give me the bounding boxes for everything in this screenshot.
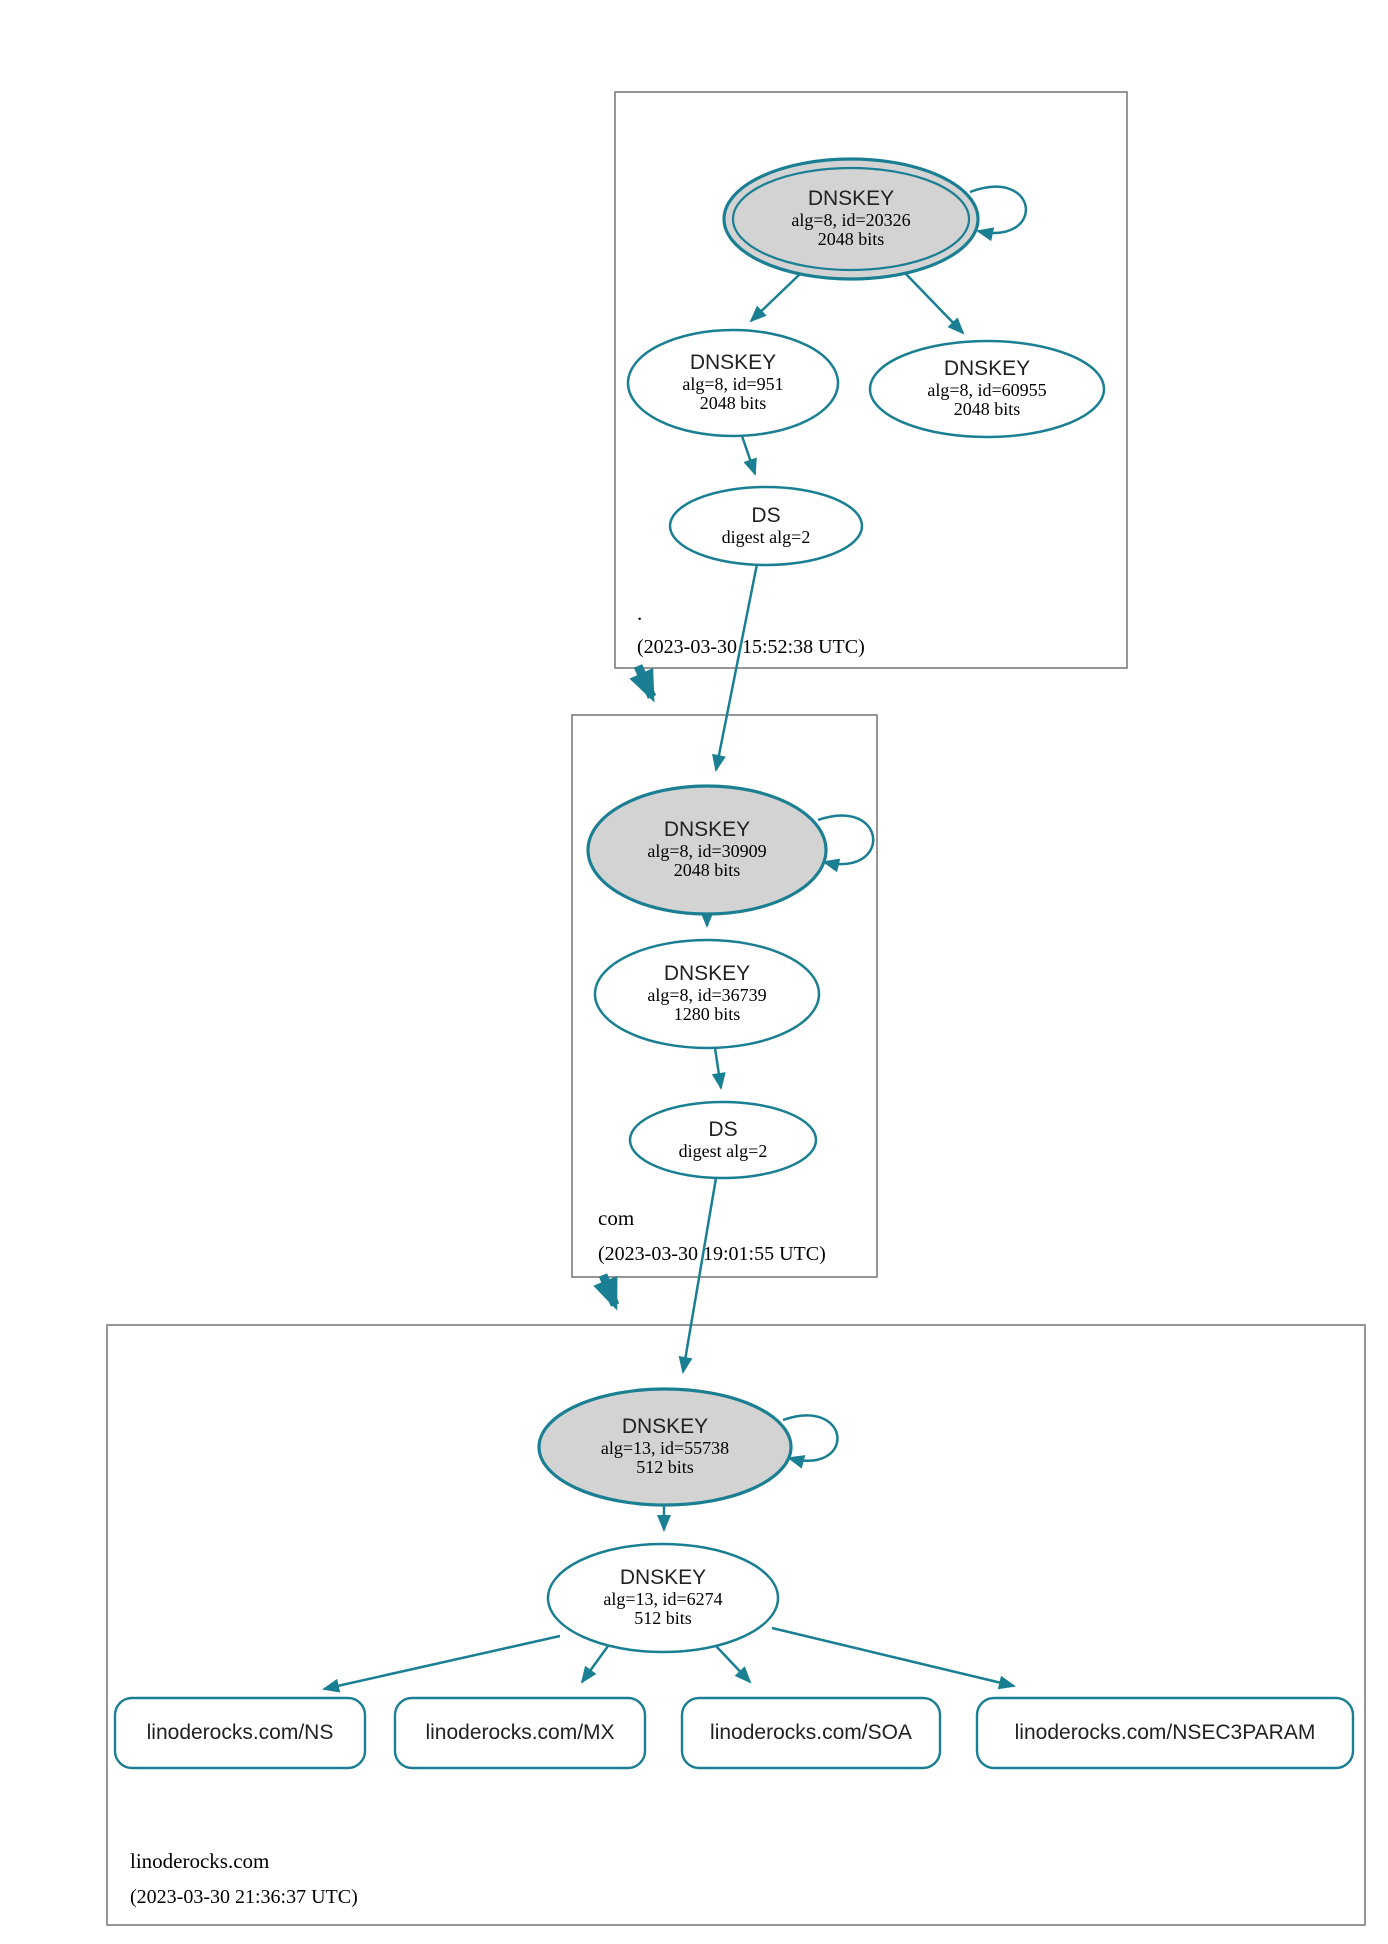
zone-box-com [571,714,878,1278]
root-zsk-node[interactable] [626,328,840,438]
linoderocks-zsk-label[interactable]: DNSKEY alg=13, id=6274 512 bits [603,1567,722,1629]
rrset-label-ns[interactable]: linoderocks.com/NS [146,1721,334,1744]
edge-zsk-to-nsec3param [771,1626,1016,1690]
root-zsk-title: DNSKEY [689,351,777,375]
com-ds-title: DS [708,1117,738,1141]
root-ds-label[interactable]: DS digest alg=2 [721,503,811,547]
self-loop-com-ksk [817,814,875,873]
root-ksk-node-inner [731,166,971,272]
root-zone-timestamp: (2023-03-30 15:52:38 UTC) [637,636,865,658]
com-zone-timestamp: (2023-03-30 19:01:55 UTC) [598,1243,826,1265]
com-zsk-bits: 1280 bits [673,1004,741,1025]
rrset-label-mx[interactable]: linoderocks.com/MX [425,1721,615,1744]
com-zone-name: com [598,1206,635,1230]
com-ds-node[interactable] [628,1100,818,1180]
edge-com-ds-to-linoderocks-ksk [678,1177,718,1374]
rrset-box-mx[interactable] [393,1696,647,1770]
root-key3-detail: alg=8, id=60955 [927,379,1047,400]
edge-root-ksk-to-zsk [749,273,801,323]
com-zsk-node[interactable] [593,938,821,1050]
linoderocks-ksk-detail: alg=13, id=55738 [600,1437,730,1458]
linoderocks-ksk-label[interactable]: DNSKEY alg=13, id=55738 512 bits [601,1416,729,1478]
com-ksk-bits: 2048 bits [673,860,741,881]
rrset-label-nsec3param[interactable]: linoderocks.com/NSEC3PARAM [1014,1721,1316,1744]
rrset-box-soa[interactable] [680,1696,942,1770]
edge-com-zsk-to-ds [711,1047,726,1090]
root-zsk-label[interactable]: DNSKEY alg=8, id=951 2048 bits [682,352,783,414]
root-key3-label[interactable]: DNSKEY alg=8, id=60955 2048 bits [927,358,1046,420]
rrset-label-soa[interactable]: linoderocks.com/SOA [710,1721,912,1744]
root-key3-title: DNSKEY [943,357,1031,381]
root-ksk-bits: 2048 bits [817,229,885,250]
linoderocks-zsk-bits: 512 bits [634,1608,692,1629]
edge-zsk-to-ns [322,1634,561,1693]
root-ds-title: DS [751,503,781,527]
com-zsk-title: DNSKEY [663,962,751,986]
com-ds-detail: digest alg=2 [678,1140,768,1161]
edge-root-zsk-to-ds [740,435,757,476]
root-ds-detail: digest alg=2 [721,526,811,547]
com-ds-label[interactable]: DS digest alg=2 [678,1117,768,1161]
self-loop-root-ksk [969,185,1028,242]
root-ds-node[interactable] [668,485,864,567]
delegation-arrow-com-to-linoderocks [593,1273,620,1311]
linoderocks-zsk-detail: alg=13, id=6274 [603,1588,723,1609]
root-ksk-node-outer[interactable] [722,157,980,281]
zone-box-linoderocks [106,1324,1366,1926]
root-ksk-detail: alg=8, id=20326 [791,209,911,230]
com-ksk-detail: alg=8, id=30909 [647,840,767,861]
linoderocks-ksk-title: DNSKEY [621,1415,709,1439]
edge-zsk-to-mx [580,1645,610,1684]
root-zsk-detail: alg=8, id=951 [682,373,784,394]
linoderocks-zsk-node[interactable] [546,1542,780,1654]
linoderocks-zone-timestamp: (2023-03-30 21:36:37 UTC) [130,1886,358,1908]
zone-box-root [614,91,1128,669]
rrset-box-nsec3param[interactable] [975,1696,1355,1770]
edge-zsk-to-soa [715,1645,752,1684]
root-key3-node[interactable] [868,339,1106,439]
com-zsk-label[interactable]: DNSKEY alg=8, id=36739 1280 bits [647,963,766,1025]
com-ksk-node[interactable] [586,784,828,916]
rrset-box-ns[interactable] [113,1696,367,1770]
root-ksk-title: DNSKEY [807,187,895,211]
root-key3-bits: 2048 bits [953,399,1021,420]
root-ksk-label[interactable]: DNSKEY alg=8, id=20326 2048 bits [791,188,910,250]
root-zone-name: . [637,601,643,625]
com-ksk-label[interactable]: DNSKEY alg=8, id=30909 2048 bits [647,819,766,881]
com-ksk-title: DNSKEY [663,818,751,842]
root-zsk-bits: 2048 bits [699,393,767,414]
linoderocks-ksk-bits: 512 bits [636,1457,694,1478]
edge-root-ds-to-com-ksk [712,563,759,772]
edge-root-ksk-to-key3 [904,272,965,335]
delegation-arrow-root-to-com [629,664,657,703]
linoderocks-ksk-node[interactable] [537,1387,793,1507]
linoderocks-zone-name: linoderocks.com [130,1849,270,1873]
linoderocks-zsk-title: DNSKEY [619,1566,707,1590]
self-loop-linoderocks-ksk [782,1414,839,1469]
com-zsk-detail: alg=8, id=36739 [647,984,767,1005]
